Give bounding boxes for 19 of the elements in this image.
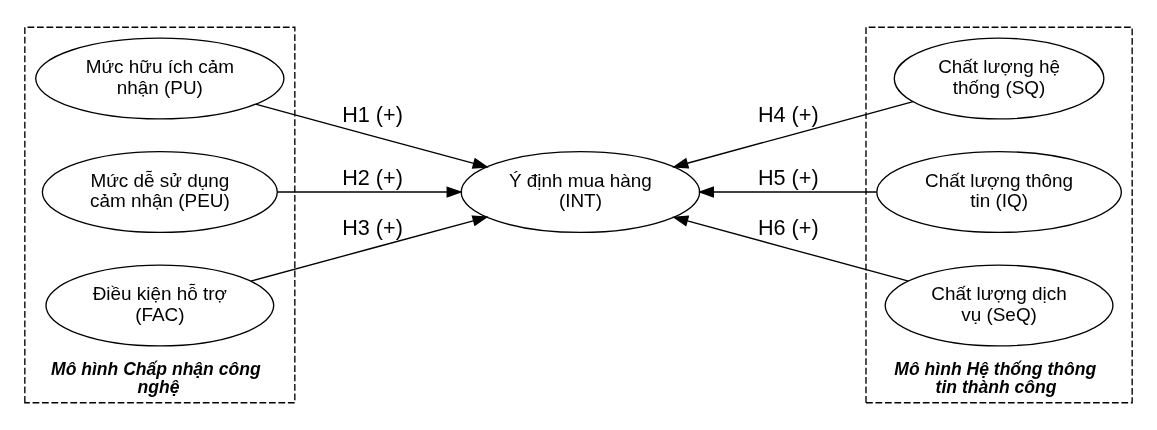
edge-label: H6 (+) (757, 214, 819, 240)
edge-label: H1 (+) (342, 101, 403, 127)
edge-label: H4 (+) (757, 101, 819, 127)
edge-label: H5 (+) (757, 165, 819, 191)
node-ellipse: Chất lượng dịch vụ (SeQ) (884, 264, 1114, 347)
arrow (276, 186, 463, 198)
node-ellipse: Chất lượng hệ thống (SQ) (893, 37, 1105, 120)
node-ellipse: Ý định mua hàng (INT) (460, 150, 701, 234)
arrow (672, 215, 910, 282)
arrow (254, 103, 489, 169)
arrow (672, 100, 914, 169)
edge-label: H2 (+) (342, 165, 403, 191)
arrow (697, 186, 878, 198)
arrow (250, 215, 489, 282)
node-ellipse: Điều kiện hỗ trợ (FAC) (45, 264, 275, 347)
node-ellipse: Chất lượng thông tin (IQ) (876, 150, 1123, 234)
edge-label: H3 (+) (342, 214, 403, 240)
node-ellipse: Mức dễ sử dụng cảm nhận (PEU) (41, 150, 278, 234)
node-ellipse: Mức hữu ích cảm nhận (PU) (35, 37, 285, 120)
